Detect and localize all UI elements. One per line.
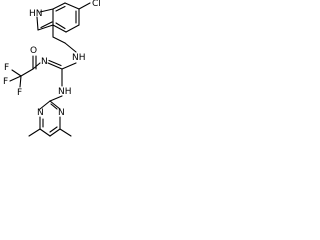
atom-label-f2: F xyxy=(3,77,8,87)
atom-label-nh-upper: NH xyxy=(72,53,86,63)
atom-label-f3: F xyxy=(17,88,22,98)
ethyl-linker xyxy=(52,24,77,53)
trifluoroacetyl-group xyxy=(9,55,41,88)
atom-label-cl: Cl xyxy=(92,0,101,9)
indole-benzene-ring xyxy=(52,2,80,33)
atom-label-pyrimidine-n2: N xyxy=(37,108,44,118)
cl-bond xyxy=(78,2,91,10)
atom-label-n-imine: N xyxy=(41,57,48,67)
methyl-left xyxy=(28,128,41,137)
atom-label-oxygen: O xyxy=(30,46,37,56)
indole-pyrrole-ring xyxy=(36,8,54,31)
pyrimidine-ring xyxy=(39,100,61,137)
methyl-right xyxy=(59,128,72,137)
chemical-structure-diagram: Cl HN NH NH N O F F F N N xyxy=(3,0,101,137)
nh-pyrimidine-bond xyxy=(49,95,63,102)
atom-label-indole-nh: HN xyxy=(29,9,43,19)
guanidine-core xyxy=(47,59,77,87)
atom-label-f1: F xyxy=(4,63,9,73)
atom-label-nh-lower: NH xyxy=(58,87,72,97)
atom-label-pyrimidine-n1: N xyxy=(58,108,65,118)
